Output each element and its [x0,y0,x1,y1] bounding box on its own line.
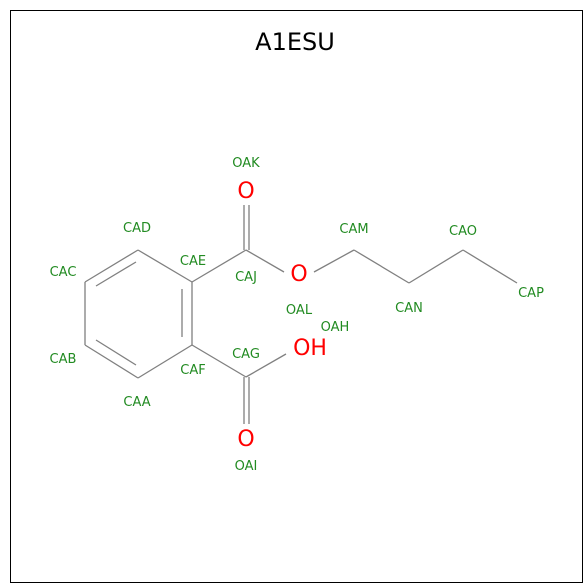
atom-label-can: CAN [395,301,423,316]
bond-caj-oal [245,249,285,273]
bond-caa-caf [137,344,193,379]
bond-cae-caj [191,249,247,283]
atom-label-caj: CAJ [235,270,257,285]
hydroxyl-symbol-oah: OH [293,336,327,361]
bond-caf-cag [191,344,247,378]
atom-label-oai: OAI [235,459,258,474]
atom-labels: CAD CAC CAB CAA CAE CAF CAJ CAG OAK OAL … [50,156,545,474]
oxygen-symbol-oak: O [237,179,254,204]
bond-can-cao [408,249,464,284]
frame-border [10,10,583,583]
oxygen-symbol-oal: O [290,262,307,287]
atom-label-cad: CAD [123,221,151,236]
atom-label-caa: CAA [123,395,150,410]
diagram-title: A1ESU [255,28,335,56]
atom-label-oal: OAL [286,303,313,318]
bond-cao-cap [462,249,518,284]
atom-label-cao: CAO [449,224,477,239]
bond-cad-cac [84,249,139,283]
bond-inner-cab-caa [95,339,137,366]
bond-oal-cam [313,249,355,273]
bond-cag-oah [245,353,287,378]
bond-inner-cad-cac [95,261,137,287]
atom-label-cae: CAE [180,254,206,269]
atom-label-cag: CAG [232,347,260,362]
atom-label-oak: OAK [232,156,260,171]
atom-label-oah: OAH [321,320,350,335]
atom-label-cam: CAM [339,222,368,237]
atom-label-cap: CAP [518,286,544,301]
bond-group [84,205,518,424]
bond-cam-can [353,249,410,284]
bond-cae-cad [137,249,193,283]
bond-cab-caa [84,344,139,379]
atom-label-cac: CAC [50,265,77,280]
atom-label-cab: CAB [50,352,77,367]
atom-label-caf: CAF [180,363,205,378]
element-symbols: O O OH O [237,179,327,452]
oxygen-symbol-oai: O [237,427,254,452]
